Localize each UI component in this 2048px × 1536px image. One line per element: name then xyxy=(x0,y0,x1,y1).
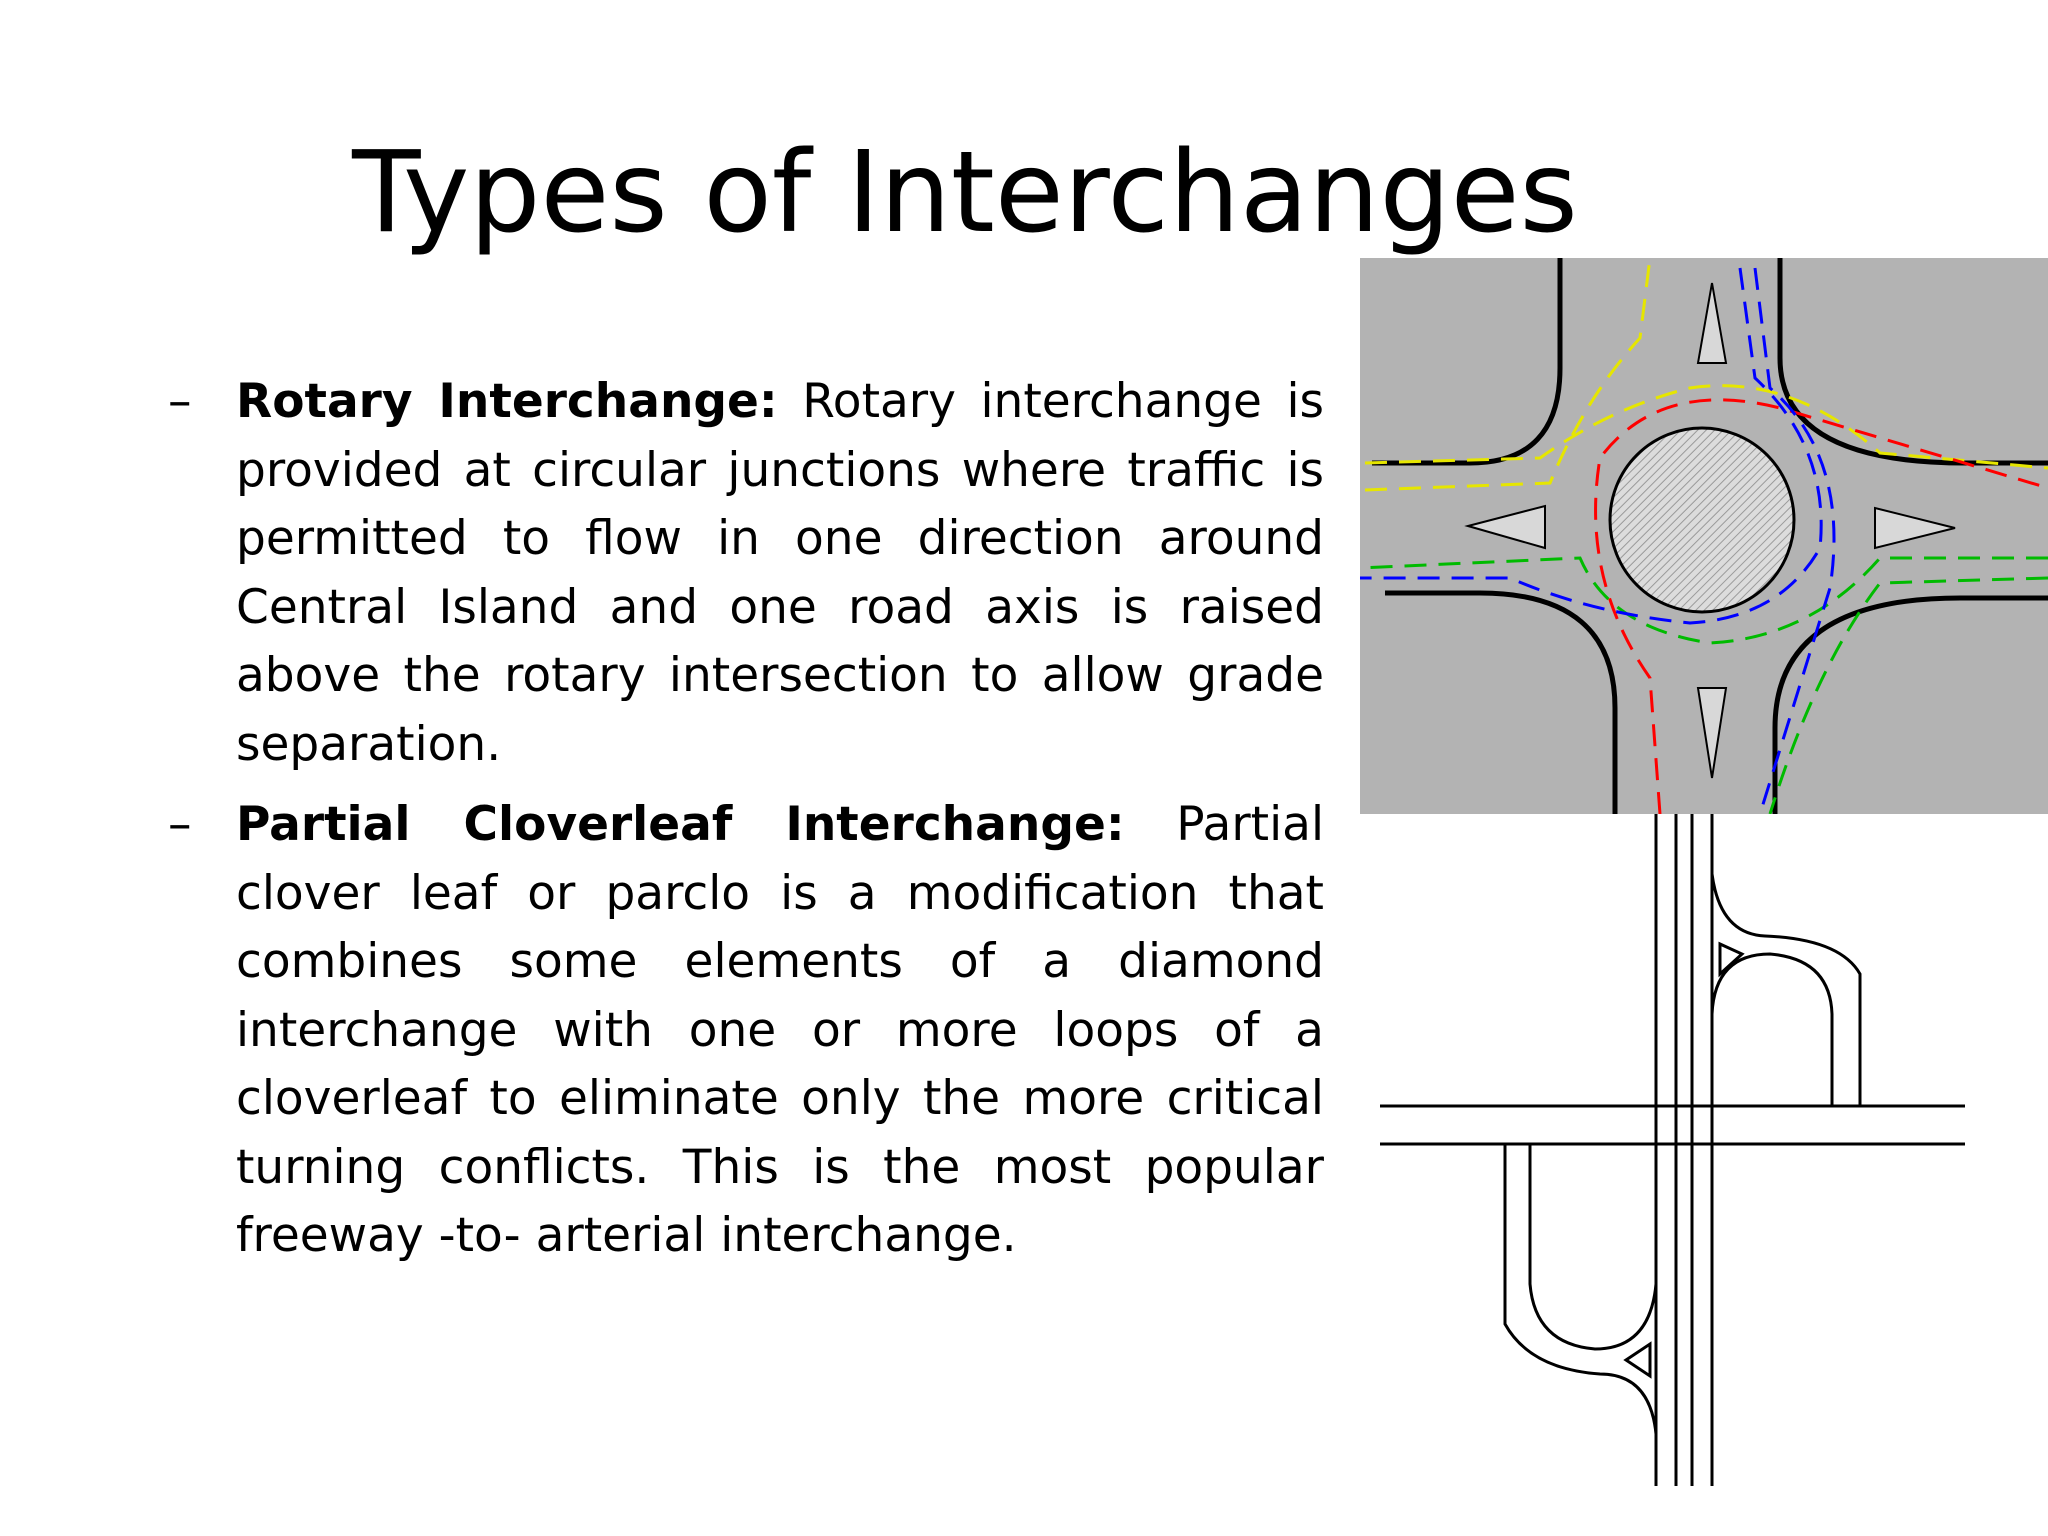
road-edge-bottom-right xyxy=(1772,595,2048,814)
partial-cloverleaf-diagram xyxy=(1380,814,1965,1486)
loop-upper-right xyxy=(1710,952,1834,1106)
road-edge-bottom-left xyxy=(1385,590,1618,814)
bullet-text: Rotary interchange is provided at circul… xyxy=(236,374,1324,772)
central-island xyxy=(1608,426,1796,614)
traffic-path-green xyxy=(1360,556,2048,645)
splitter-island-top xyxy=(1696,282,1728,364)
slide-title: Types of Interchanges xyxy=(352,128,1578,258)
traffic-path-blue xyxy=(1360,267,1823,625)
ramp-upper-right xyxy=(1710,873,1862,1106)
splitter-island-right xyxy=(1874,506,1956,550)
bullet-rotary: – Rotary Interchange: Rotary interchange… xyxy=(168,368,1324,779)
loop-lower-left xyxy=(1528,1144,1658,1351)
bullet-partial-cloverleaf: – Partial Cloverleaf Interchange: Partia… xyxy=(168,791,1324,1271)
splitter-island-bottom xyxy=(1696,687,1728,779)
road-edge-top-right xyxy=(1777,258,2048,466)
bullet-term: Rotary Interchange: xyxy=(236,374,778,429)
ramp-lower-left xyxy=(1503,1144,1658,1435)
traffic-path-green-2 xyxy=(1768,576,2048,814)
road-edge-top-left xyxy=(1372,258,1563,466)
bullet-dash: – xyxy=(168,374,192,429)
bullet-dash: – xyxy=(168,797,192,852)
traffic-path-yellow-2 xyxy=(1364,258,1652,492)
rotary-interchange-diagram xyxy=(1360,258,2048,814)
traffic-path-blue-2 xyxy=(1753,267,1836,814)
ramp-island-upper xyxy=(1718,941,1745,978)
bullet-text: Partial clover leaf or parclo is a modif… xyxy=(236,797,1324,1263)
bullet-term: Partial Cloverleaf Interchange: xyxy=(236,797,1125,852)
bullet-list: – Rotary Interchange: Rotary interchange… xyxy=(168,368,1324,1283)
ramp-island-lower xyxy=(1623,1341,1652,1379)
traffic-path-yellow xyxy=(1364,384,2048,470)
splitter-island-left xyxy=(1464,504,1546,550)
